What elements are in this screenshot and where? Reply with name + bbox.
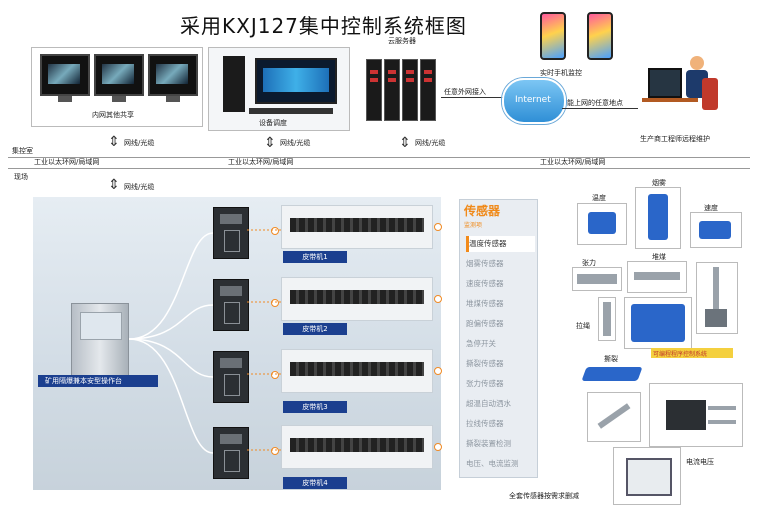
sensor-heading: 传感器: [464, 202, 500, 219]
dispatch-workstation-box: 设备调度: [208, 47, 350, 131]
cloud-server: [366, 47, 440, 127]
link-arrow-4: ⇕: [108, 176, 120, 194]
link-label-3: 网线/光缆: [415, 138, 445, 148]
link-label-4: 网线/光缆: [124, 182, 154, 192]
link-arrow-3: ⇕: [399, 134, 411, 152]
page-title: 采用KXJ127集中控制系统框图: [180, 10, 467, 39]
voltage-label: 电流电压: [686, 457, 714, 467]
ring-label-1: 工业以太环网/局域网: [34, 157, 99, 167]
monitors-label: 内网其他共享: [92, 110, 134, 120]
tension-sensor: [572, 267, 622, 291]
voltage-current-sensor: [613, 447, 681, 505]
smoke-sensor: [635, 187, 681, 249]
monitor-1: [40, 54, 90, 96]
ring-label-2: 工业以太环网/局域网: [228, 157, 293, 167]
controller-box: [624, 297, 692, 349]
link-label-2: 网线/光缆: [280, 138, 310, 148]
remote-link-line: [441, 97, 503, 98]
pullcord-label: 拉绳: [576, 321, 590, 331]
server-label: 云服务器: [388, 36, 416, 46]
temperature-sensor: [577, 203, 627, 245]
junction-box: [649, 383, 743, 447]
workstation-screen: [255, 58, 337, 104]
pullcord-switch: [696, 262, 738, 334]
workstation-label: 设备调度: [259, 118, 287, 128]
phone-icon-1: [540, 12, 566, 60]
speed-sensor: [690, 212, 742, 248]
keyboard: [249, 108, 333, 114]
monitor-2: [94, 54, 144, 96]
pc-tower: [223, 56, 245, 112]
link-arrow-1: ⇕: [108, 133, 120, 151]
industrial-ring-network: [8, 157, 750, 169]
phone-icon-2: [587, 12, 613, 60]
sensor-item[interactable]: 跑偏传感器: [466, 316, 532, 332]
sensor-panel: 传感器 监测项 温度传感器 烟雾传感器 速度传感器 堆煤传感器 跑偏传感器 急停…: [459, 199, 538, 478]
phone-label: 实时手机监控: [540, 68, 582, 78]
field-label: 现场: [14, 172, 28, 182]
remote-access-label: 任意外网接入: [444, 87, 486, 97]
coal-sensor: [627, 261, 687, 293]
sensor-item[interactable]: 烟雾传感器: [466, 256, 532, 272]
field-scene: 矿用隔爆兼本安型操作台 皮带机1 皮带机2 皮带机3 皮带机4: [33, 197, 441, 490]
link-arrow-2: ⇕: [264, 134, 276, 152]
sensor-item[interactable]: 温度传感器: [466, 236, 535, 252]
internal-network-box: 内网其他共享: [31, 47, 203, 127]
sensor-item[interactable]: 急停开关: [466, 336, 532, 352]
sensor-item[interactable]: 速度传感器: [466, 276, 532, 292]
link-label-1: 网线/光缆: [124, 138, 154, 148]
auxiliary-device: [587, 392, 641, 442]
anywhere-link-line: [562, 108, 638, 109]
sensor-item[interactable]: 拉线传感器: [466, 416, 532, 432]
sensor-item[interactable]: 撕裂装置检测: [466, 436, 532, 452]
sensor-item[interactable]: 撕裂传感器: [466, 356, 532, 372]
engineer-illustration: [642, 52, 726, 130]
sensor-item[interactable]: 电压、电流监测: [466, 456, 532, 472]
sensor-subheading: 监测项: [464, 220, 482, 229]
protector-label: 可编程程序控制系统: [653, 349, 707, 358]
pullcord-sensor: [598, 297, 616, 341]
engineer-label: 生产商工程师远程维护: [640, 134, 710, 144]
internet-label: Internet: [515, 95, 551, 105]
sensor-item[interactable]: 堆煤传感器: [466, 296, 532, 312]
control-room-label: 集控室: [12, 146, 33, 156]
anywhere-label: 能上网的任意地点: [567, 98, 623, 108]
footer-note: 全套传感器按需求删减: [509, 491, 579, 501]
monitor-3: [148, 54, 198, 96]
sensor-item[interactable]: 张力传感器: [466, 376, 532, 392]
tear-sensor: [582, 363, 644, 387]
sensor-item[interactable]: 超温自动洒水: [466, 396, 532, 412]
ring-label-3: 工业以太环网/局域网: [540, 157, 605, 167]
connection-lines: [33, 197, 441, 490]
temperature-label: 温度: [592, 193, 606, 203]
